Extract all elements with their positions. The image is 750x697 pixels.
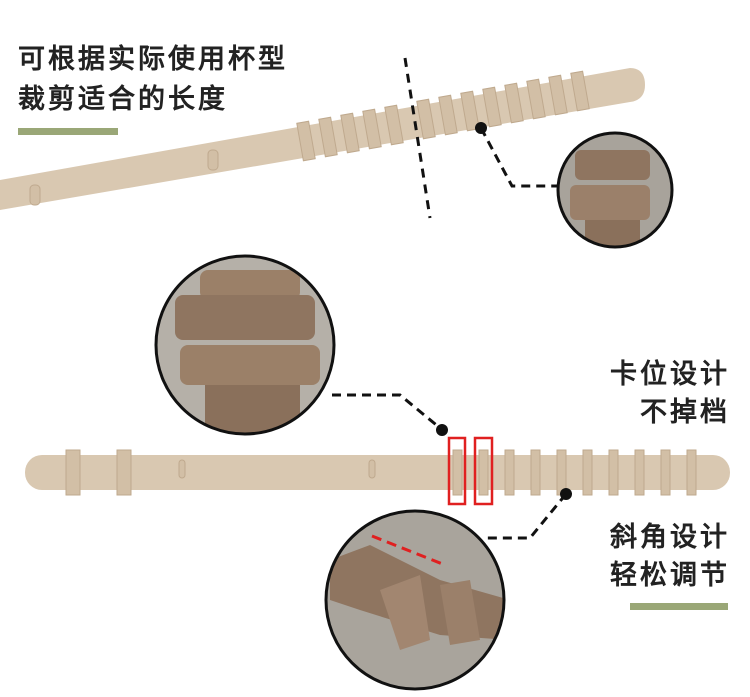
accent-bar xyxy=(630,603,728,610)
strap-top xyxy=(0,68,645,210)
zoom-circle-notch xyxy=(154,254,336,436)
top-caption-line1: 可根据实际使用杯型 xyxy=(18,44,288,75)
feature2-line2: 轻松调节 xyxy=(610,560,730,591)
feature1-line1: 卡位设计 xyxy=(610,359,730,390)
zoom-circle-bevel xyxy=(324,509,506,691)
highlight-box xyxy=(447,436,467,506)
accent-bar xyxy=(18,128,118,135)
feature1-line2: 不掉档 xyxy=(640,397,730,428)
strap-bottom xyxy=(25,436,730,506)
cut-line xyxy=(403,57,432,219)
top-caption-line2: 裁剪适合的长度 xyxy=(18,84,228,115)
feature2-line1: 斜角设计 xyxy=(610,522,730,553)
zoom-circle-ridges xyxy=(556,131,674,249)
highlight-box xyxy=(473,436,494,506)
